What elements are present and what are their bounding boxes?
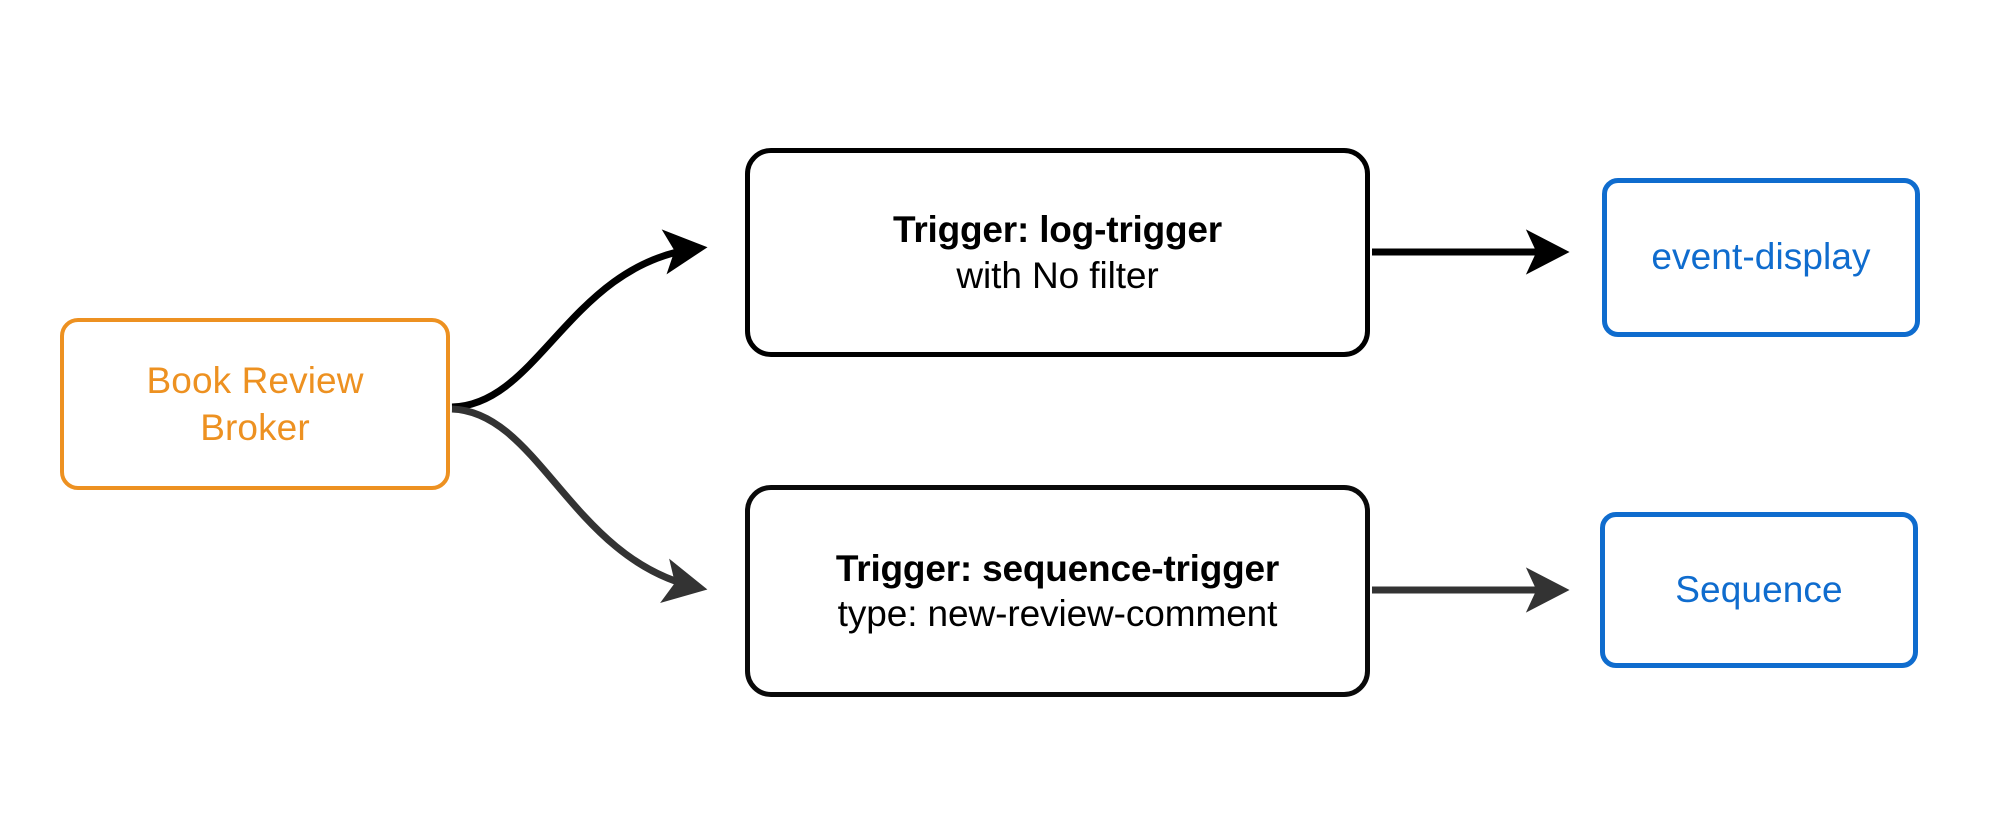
node-book-review-broker[interactable]: Book Review Broker bbox=[60, 318, 450, 490]
node-log-trigger[interactable]: Trigger: log-trigger with No filter bbox=[745, 148, 1370, 357]
sequence-trigger-title: Trigger: sequence-trigger bbox=[835, 547, 1280, 589]
sequence-label: Sequence bbox=[1675, 568, 1843, 610]
edge-broker-to-sequence-trigger bbox=[451, 405, 708, 603]
node-event-display[interactable]: event-display bbox=[1602, 178, 1920, 337]
sequence-trigger-subtitle: type: new-review-comment bbox=[837, 593, 1278, 634]
broker-label-line2: Broker bbox=[200, 407, 310, 448]
edge-broker-to-log-trigger bbox=[451, 229, 708, 411]
broker-label-line1: Book Review bbox=[146, 359, 364, 401]
log-trigger-title: Trigger: log-trigger bbox=[892, 209, 1222, 251]
node-sequence-trigger[interactable]: Trigger: sequence-trigger type: new-revi… bbox=[745, 485, 1370, 697]
event-display-label: event-display bbox=[1651, 236, 1871, 278]
log-trigger-subtitle: with No filter bbox=[956, 254, 1159, 296]
node-sequence[interactable]: Sequence bbox=[1600, 512, 1918, 668]
